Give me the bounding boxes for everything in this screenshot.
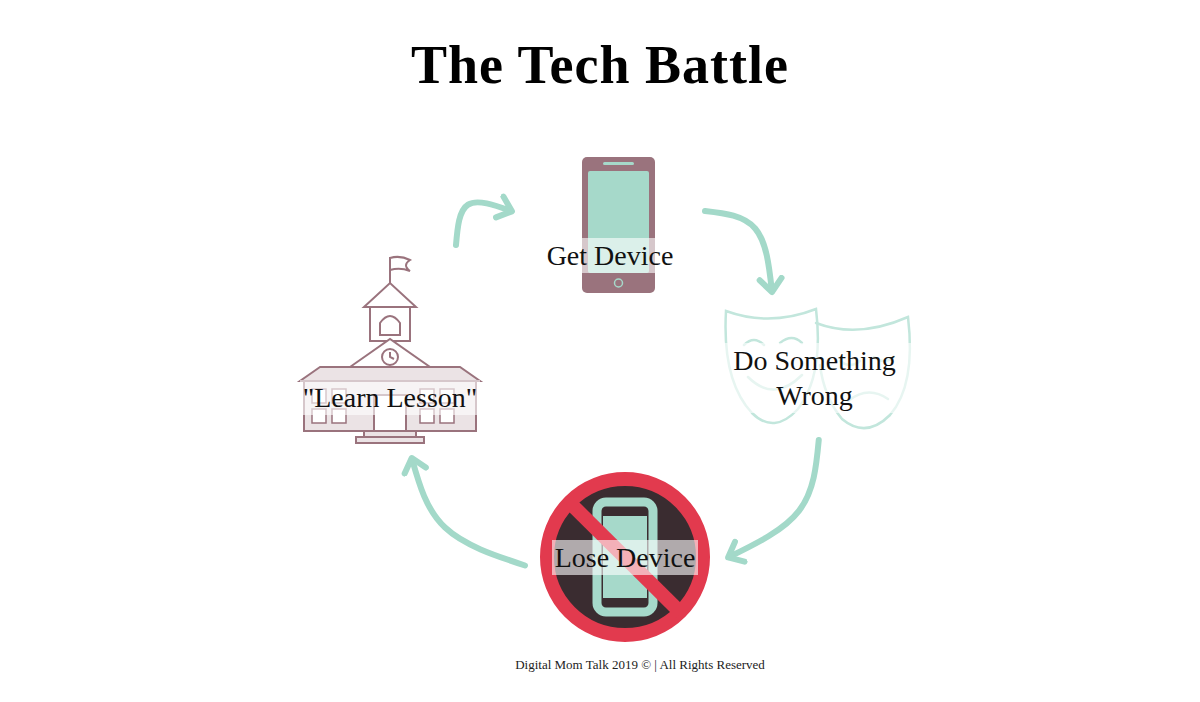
cycle-node: "Learn Lesson" — [280, 255, 500, 445]
cycle-arrow — [729, 440, 819, 557]
phone-button — [615, 279, 623, 287]
cycle-arrow — [456, 202, 511, 245]
node-label: Lose Device — [552, 540, 699, 575]
bell-tower — [370, 307, 410, 341]
clock-hands — [390, 352, 394, 359]
bell — [380, 316, 400, 335]
cycle-node: Lose Device — [535, 472, 715, 642]
school-icon — [280, 255, 500, 445]
node-label: "Learn Lesson" — [300, 380, 480, 415]
stairs — [356, 437, 424, 443]
phone-speaker — [603, 162, 634, 165]
flag — [390, 257, 410, 271]
node-label: Get Device — [544, 238, 677, 273]
school-building — [300, 257, 480, 443]
cycle-arrow — [705, 211, 772, 291]
pediment — [350, 339, 430, 367]
tower-roof — [364, 283, 416, 307]
phone-icon — [525, 155, 695, 295]
node-label: Do Something Wrong — [712, 343, 918, 413]
no-sign-ring — [547, 479, 703, 635]
clock — [382, 349, 398, 365]
caption: Digital Mom Talk 2019 © | All Rights Res… — [0, 657, 1200, 673]
phone-body — [582, 157, 655, 293]
diagram-title: The Tech Battle — [0, 34, 1200, 96]
cycle-node: Get Device — [525, 155, 695, 295]
cycle-arrow — [412, 459, 525, 566]
cycle-node: Do Something Wrong — [708, 305, 921, 430]
